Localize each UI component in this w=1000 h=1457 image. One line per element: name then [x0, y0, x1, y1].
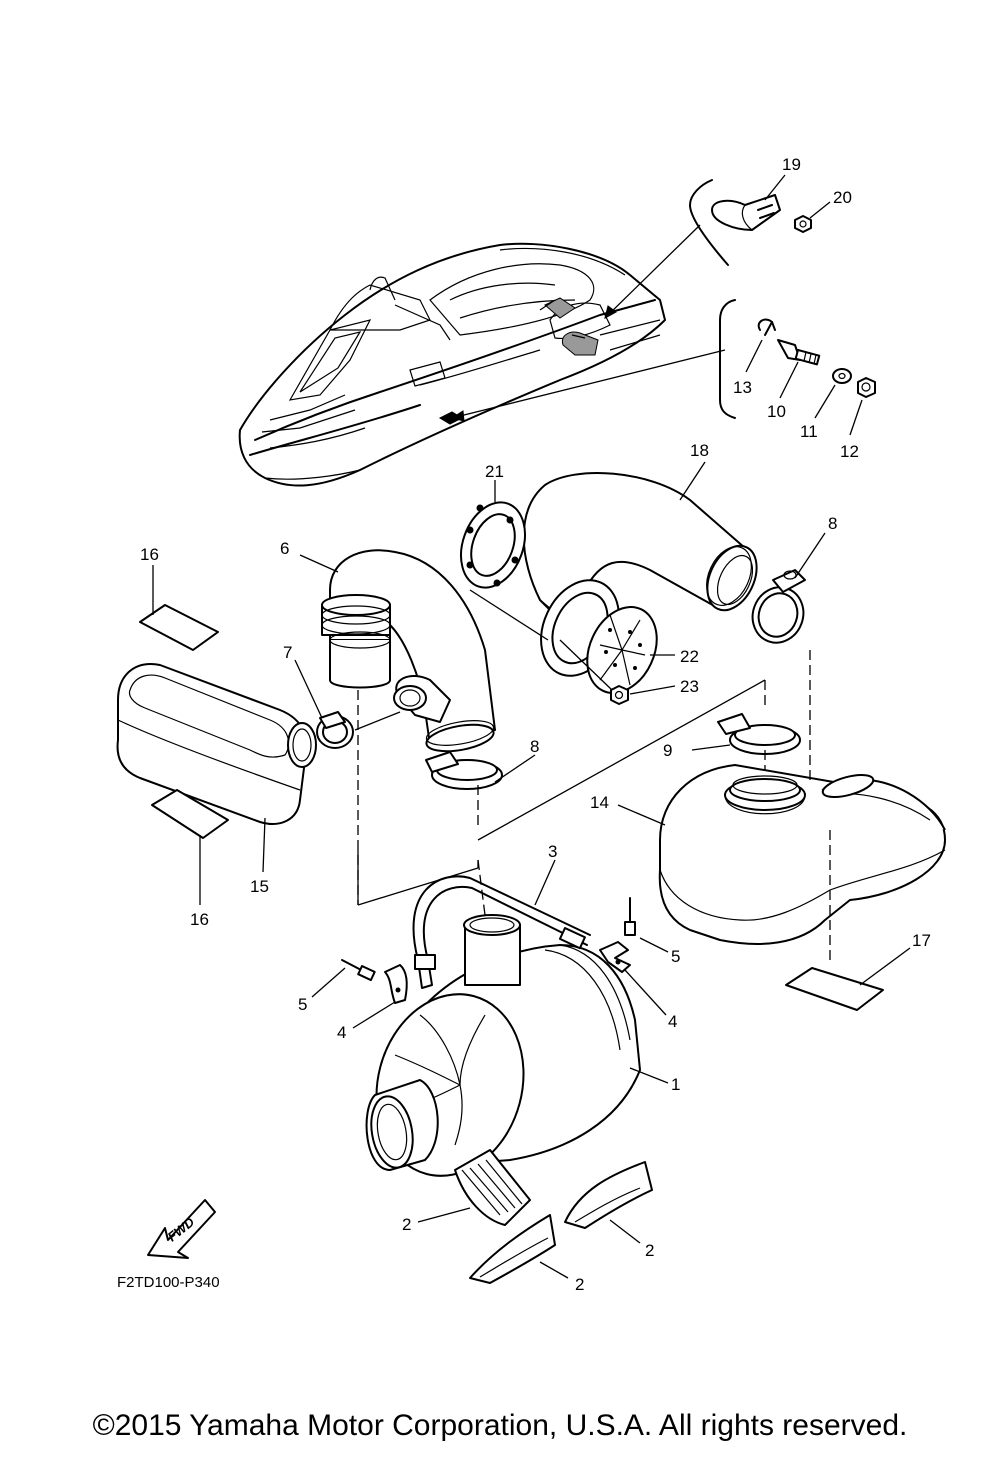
part-16-pad-lower — [151, 789, 229, 839]
part-23-nut — [610, 685, 629, 705]
callout-6: 6 — [280, 539, 289, 558]
part-8-hose-clamp-upper — [751, 569, 806, 644]
callout-16-lower: 16 — [190, 910, 209, 929]
callout-17: 17 — [912, 931, 931, 950]
part-3-strap — [412, 875, 591, 989]
part-14-resonator-tank — [658, 764, 946, 945]
part-4-bracket-left — [384, 964, 408, 1004]
callout-23: 23 — [680, 677, 699, 696]
callout-5-left: 5 — [298, 995, 307, 1014]
callout-16-upper: 16 — [140, 545, 159, 564]
part-19-bracket — [711, 194, 781, 231]
part-16-pad-upper — [139, 604, 219, 651]
callout-14: 14 — [590, 793, 609, 812]
part-2-pad-bottom-right — [564, 1161, 653, 1229]
pointer-line-lower — [451, 349, 726, 419]
callout-12: 12 — [840, 442, 859, 461]
callout-4-right: 4 — [668, 1012, 677, 1031]
assembly-reference-lines — [357, 589, 831, 965]
part-5-rivet-left — [341, 959, 376, 982]
callout-8-upper: 8 — [828, 514, 837, 533]
callout-8-middle: 8 — [530, 737, 539, 756]
part-13-clip — [757, 318, 776, 336]
callout-18: 18 — [690, 441, 709, 460]
part-4-bracket-right — [599, 941, 631, 973]
part-2-pad-bottom-left — [454, 1149, 531, 1226]
assembly-line-7 — [354, 711, 401, 731]
detail-bracket-upper — [689, 179, 729, 266]
part-5-rivet-right — [624, 897, 636, 936]
part-6-elbow-duct — [321, 549, 496, 753]
part-11-washer — [832, 368, 852, 384]
fwd-arrow-icon: FWD — [147, 1199, 216, 1259]
copyright-notice: ©2015 Yamaha Motor Corporation, U.S.A. A… — [92, 1409, 908, 1442]
part-20-nut — [794, 215, 812, 233]
callout-3: 3 — [548, 842, 557, 861]
part-17-pad — [785, 967, 884, 1011]
part-7-hose-clamp — [316, 711, 354, 749]
part-12-nut — [857, 377, 876, 398]
part-9-hose-clamp — [717, 713, 801, 755]
callout-4-left: 4 — [337, 1023, 346, 1042]
callout-2-left: 2 — [402, 1215, 411, 1234]
part-22-plate — [540, 579, 658, 694]
part-8-hose-clamp-middle — [425, 751, 503, 790]
pointer-arrowhead-upper — [604, 305, 617, 319]
callout-22: 22 — [680, 647, 699, 666]
callout-1: 1 — [671, 1075, 680, 1094]
callout-20: 20 — [833, 188, 852, 207]
pointer-arrowhead-lower — [450, 410, 465, 422]
callout-11: 11 — [800, 422, 818, 441]
callout-2-bottom: 2 — [575, 1275, 584, 1294]
callout-7: 7 — [283, 643, 292, 662]
callout-9: 9 — [663, 741, 672, 760]
part-2-pad-bottom — [469, 1214, 556, 1284]
part-1-water-lock-muffler — [365, 914, 641, 1181]
callout-labels: 19 20 13 10 11 12 18 21 8 22 23 6 7 8 9 … — [140, 155, 931, 1294]
callout-13: 13 — [733, 378, 752, 397]
callout-15: 15 — [250, 877, 269, 896]
callout-5-right: 5 — [671, 947, 680, 966]
callout-10: 10 — [767, 402, 786, 421]
callout-2-right: 2 — [645, 1241, 654, 1260]
drawing-code: F2TD100-P340 — [117, 1274, 220, 1291]
part-10-stud — [777, 339, 821, 366]
part-15-silencer-box — [116, 663, 317, 825]
leader-lines — [152, 174, 911, 1279]
detail-bracket-lower — [719, 299, 736, 419]
part-21-flange-ring — [460, 501, 526, 589]
callout-21: 21 — [485, 462, 504, 481]
watercraft-hull-illustration — [238, 242, 666, 487]
pointer-line-upper — [604, 224, 701, 319]
callout-19: 19 — [782, 155, 801, 174]
